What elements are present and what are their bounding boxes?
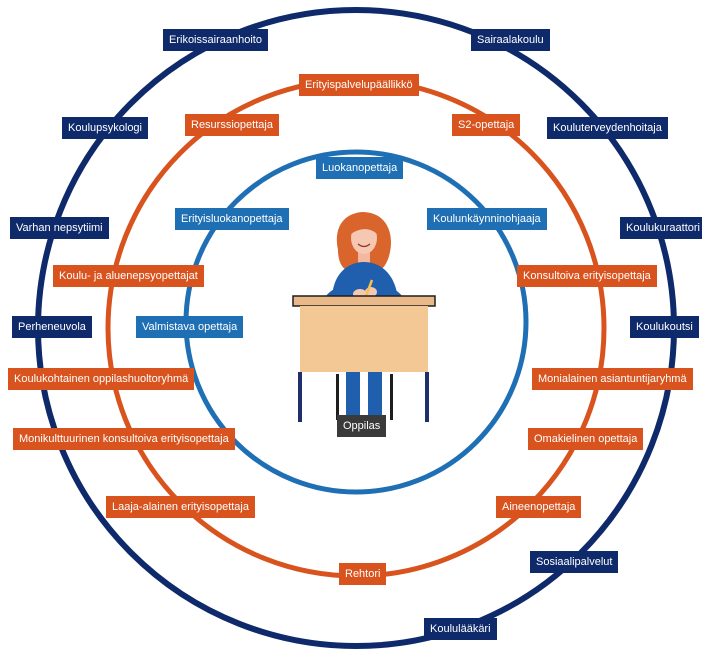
outer-label-perheneuvola: Perheneuvola [12,316,92,338]
middle-label-monialainen-asiantuntijaryhma: Monialainen asiantuntijaryhmä [532,368,693,390]
center-label-oppilas: Oppilas [337,415,387,437]
outer-label-koulukuraattori: Koulukuraattori [620,217,702,239]
middle-label-laaja-alainen-erityisopettaja: Laaja-alainen erityisopettaja [106,496,255,518]
outer-label-koulukoutsi: Koulukoutsi [630,316,699,338]
middle-label-omakielinen-opettaja: Omakielinen opettaja [528,428,644,450]
outer-label-sosiaalipalvelut: Sosiaalipalvelut [530,551,619,573]
outer-label-kouluterveydenhoitaja: Kouluterveydenhoitaja [547,117,668,139]
middle-label-s2-opettaja: S2-opettaja [452,114,521,136]
inner-label-erityisluokanopettaja: Erityisluokanopettaja [175,208,289,230]
outer-label-koululaakari: Koululääkäri [424,618,497,640]
student-at-desk-icon [292,212,436,422]
outer-label-sairaalakoulu: Sairaalakoulu [471,29,550,51]
middle-label-erityispalvelupaallikko: Erityispalvelupäällikkö [299,74,419,96]
middle-label-monikulttuurinen-konsultoiva-erityisopettaja: Monikulttuurinen konsultoiva erityisopet… [13,428,235,450]
middle-label-aineenopettaja: Aineenopettaja [496,496,582,518]
outer-label-koulupsykologi: Koulupsykologi [62,117,148,139]
middle-label-rehtori: Rehtori [339,563,387,585]
inner-label-valmistava-opettaja: Valmistava opettaja [136,316,244,338]
middle-label-koulukohtainen-oppilashuoltoryhma: Koulukohtainen oppilashuoltoryhmä [8,368,195,390]
inner-label-koulunkaynninohjaaja: Koulunkäynninohjaaja [427,208,547,230]
outer-label-erikoissairaanhoito: Erikoissairaanhoito [163,29,268,51]
middle-label-koulu-ja-aluenepsyopettajat: Koulu- ja aluenepsyopettajat [53,265,204,287]
inner-label-luokanopettaja: Luokanopettaja [316,157,404,179]
middle-label-resurssiopettaja: Resurssiopettaja [185,114,279,136]
middle-label-konsultoiva-erityisopettaja: Konsultoiva erityisopettaja [517,265,657,287]
outer-label-varhan-nepsytiimi: Varhan nepsytiimi [10,217,109,239]
